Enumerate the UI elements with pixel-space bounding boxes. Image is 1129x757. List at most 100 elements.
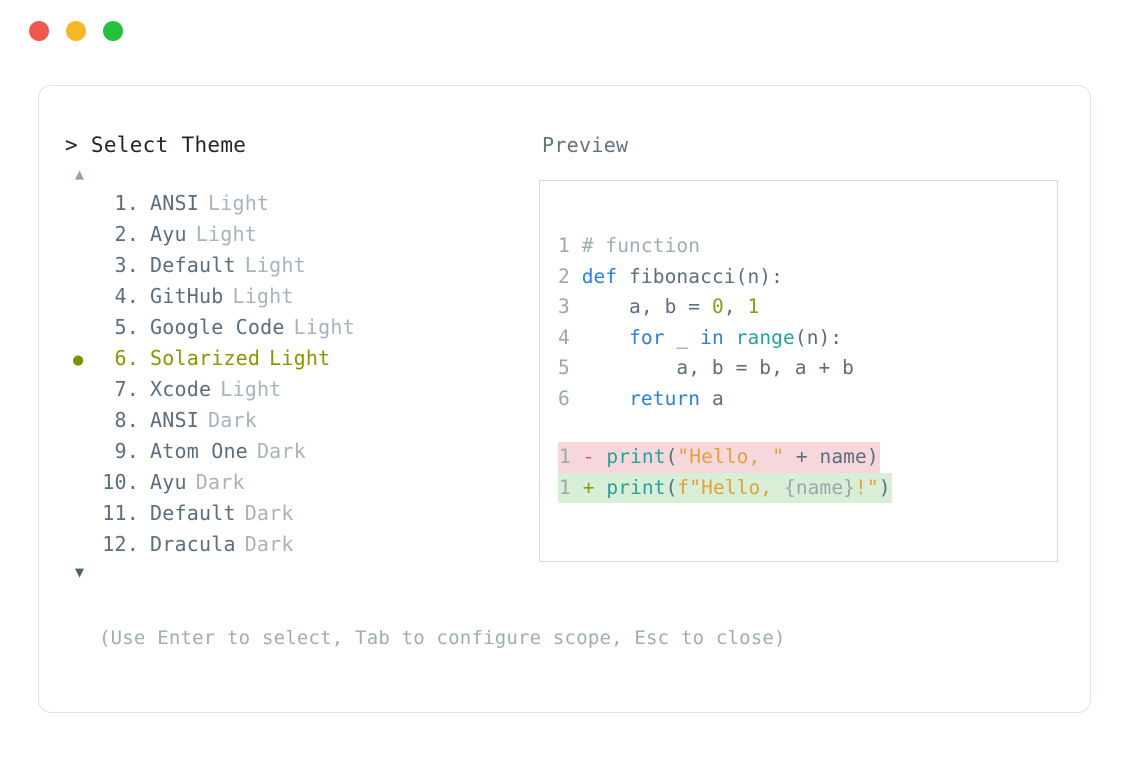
code-preview-box: 1 # function 2 def fibonacci(n): 3 a, b … bbox=[539, 180, 1058, 562]
list-item[interactable]: 5. Google Code Light bbox=[65, 312, 539, 343]
list-item-name: GitHub bbox=[150, 284, 224, 308]
code-function: print bbox=[606, 445, 666, 468]
list-item-variant: Light bbox=[207, 191, 270, 215]
scroll-up-icon[interactable]: ▲ bbox=[75, 165, 85, 183]
preview-label: Preview bbox=[542, 133, 629, 157]
list-item[interactable]: 1. ANSI Light bbox=[65, 188, 539, 219]
page-title: > Select Theme bbox=[65, 132, 539, 158]
list-item-variant: Light bbox=[293, 315, 355, 339]
list-item-index: 10. bbox=[102, 470, 139, 494]
theme-picker-card: > Select Theme ▲ 1. ANSI Light 2. Ayu Li… bbox=[38, 85, 1091, 713]
list-item-index: 1. bbox=[114, 191, 139, 215]
minimize-button[interactable] bbox=[66, 21, 86, 41]
list-item-name: Ayu bbox=[150, 222, 187, 246]
list-item-variant: Light bbox=[244, 253, 306, 277]
list-item-index: 11. bbox=[102, 501, 139, 525]
code-keyword: def bbox=[581, 264, 618, 288]
line-number: 5 bbox=[558, 356, 570, 379]
line-number: 3 bbox=[558, 295, 570, 318]
code-comment: # function bbox=[581, 234, 701, 257]
list-item-index: 9. bbox=[114, 439, 139, 463]
code-text: , bbox=[723, 295, 748, 318]
code-line: 6 return a bbox=[558, 384, 1057, 415]
list-item-variant: Dark bbox=[207, 408, 257, 432]
code-string: !" bbox=[855, 475, 879, 499]
code-keyword: for bbox=[629, 325, 665, 349]
code-text: _ bbox=[664, 325, 701, 349]
diff-line-added: 1 + print(f"Hello, {name}!") bbox=[558, 472, 1057, 503]
code-text bbox=[724, 326, 736, 349]
list-item-index: 4. bbox=[114, 284, 139, 308]
code-line: 4 for _ in range(n): bbox=[558, 323, 1057, 354]
diff-marker-added: + bbox=[582, 475, 595, 499]
scroll-down-icon[interactable]: ▼ bbox=[75, 563, 85, 581]
keyboard-hint: (Use Enter to select, Tab to configure s… bbox=[99, 627, 786, 649]
list-item-variant: Light bbox=[220, 377, 282, 401]
list-item[interactable]: 3. Default Light bbox=[65, 250, 539, 281]
code-function: range bbox=[735, 325, 795, 349]
maximize-button[interactable] bbox=[103, 21, 123, 41]
list-item-name: Default bbox=[150, 501, 236, 525]
line-number: 1 bbox=[558, 234, 570, 257]
list-item-variant: Dark bbox=[244, 532, 294, 556]
list-item-name: Google Code bbox=[150, 315, 285, 339]
code-text: ( bbox=[665, 445, 678, 468]
line-number: 2 bbox=[558, 264, 570, 288]
diff-marker-removed: - bbox=[582, 445, 595, 468]
code-spacer bbox=[558, 414, 1057, 442]
list-item[interactable]: 8. ANSI Dark bbox=[65, 405, 539, 436]
code-line: 2 def fibonacci(n): bbox=[558, 262, 1057, 293]
code-function: print bbox=[606, 475, 666, 499]
list-item[interactable]: 9. Atom One Dark bbox=[65, 436, 539, 467]
code-text: fibonacci(n): bbox=[617, 264, 783, 288]
code-number: 1 bbox=[747, 295, 760, 318]
list-item-index: 8. bbox=[114, 408, 139, 432]
list-item[interactable]: 7. Xcode Light bbox=[65, 374, 539, 405]
list-item[interactable]: 11. Default Dark bbox=[65, 498, 539, 529]
line-number: 4 bbox=[558, 325, 570, 349]
list-item[interactable]: 10. Ayu Dark bbox=[65, 467, 539, 498]
list-item-name: Xcode bbox=[150, 377, 212, 401]
list-item-variant: Light bbox=[269, 346, 331, 370]
code-text: {name} bbox=[783, 475, 856, 499]
list-item-variant: Dark bbox=[195, 470, 245, 494]
line-number: 6 bbox=[558, 386, 570, 410]
code-text: ( bbox=[665, 475, 678, 499]
preview-pane: Preview 1 # function 2 def fibonacci(n):… bbox=[539, 132, 1058, 562]
selection-bullet-icon: ● bbox=[73, 350, 84, 370]
list-item-name: ANSI bbox=[150, 191, 199, 215]
window-controls bbox=[29, 21, 123, 41]
theme-list: 1. ANSI Light 2. Ayu Light 3. Default bbox=[65, 188, 539, 560]
list-item-variant: Dark bbox=[256, 439, 306, 463]
code-text bbox=[582, 387, 629, 410]
code-keyword: return bbox=[629, 386, 701, 410]
list-item-name: Ayu bbox=[150, 470, 187, 494]
list-item-index: 6. bbox=[114, 346, 139, 370]
theme-selector-pane: > Select Theme ▲ 1. ANSI Light 2. Ayu Li… bbox=[65, 132, 539, 584]
list-item[interactable]: 2. Ayu Light bbox=[65, 219, 539, 250]
prompt-caret-icon: > bbox=[65, 133, 78, 157]
code-string: "Hello, " bbox=[677, 445, 784, 468]
list-item-index: 5. bbox=[114, 315, 139, 339]
list-item[interactable]: 12. Dracula Dark bbox=[65, 529, 539, 560]
code-line: 5 a, b = b, a + b bbox=[558, 353, 1057, 384]
list-item-variant: Dark bbox=[244, 501, 294, 525]
code-text bbox=[582, 326, 629, 349]
code-text: a, b = b, a + b bbox=[581, 356, 855, 379]
code-text: ) bbox=[866, 445, 879, 468]
list-item-name: ANSI bbox=[150, 408, 199, 432]
page-title-text: Select Theme bbox=[90, 133, 247, 157]
list-item-name: Dracula bbox=[150, 532, 236, 556]
code-line: 1 # function bbox=[558, 231, 1057, 262]
code-number: 0 bbox=[711, 295, 724, 318]
code-line: 3 a, b = 0, 1 bbox=[558, 292, 1057, 323]
code-keyword: in bbox=[700, 325, 724, 349]
list-item[interactable]: 4. GitHub Light bbox=[65, 281, 539, 312]
list-item-selected[interactable]: ● 6. Solarized Light bbox=[65, 343, 539, 374]
list-item-name: Solarized bbox=[150, 346, 261, 370]
diff-line-removed: 1 - print("Hello, " + name) bbox=[558, 442, 1057, 473]
close-button[interactable] bbox=[29, 21, 49, 41]
list-item-name: Atom One bbox=[150, 439, 248, 463]
line-number: 1 bbox=[559, 475, 571, 499]
list-item-name: Default bbox=[150, 253, 236, 277]
